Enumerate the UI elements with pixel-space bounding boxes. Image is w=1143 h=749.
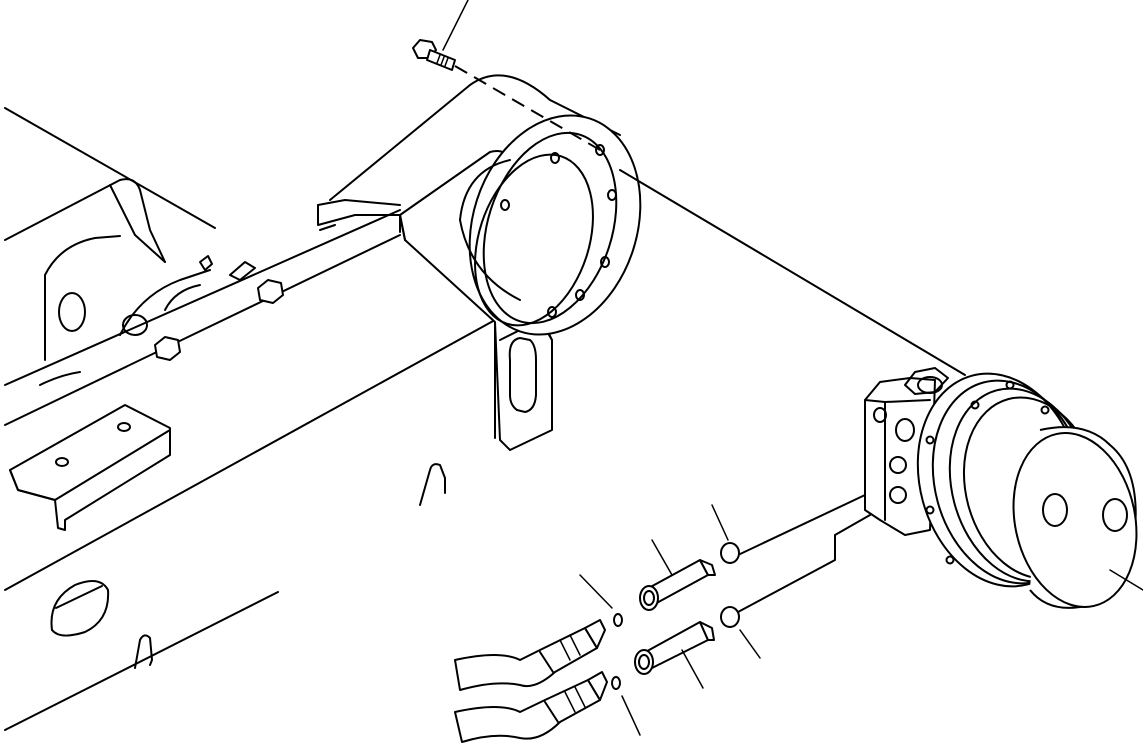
track-frame — [4, 107, 496, 731]
adapter-upper — [639, 539, 716, 611]
upper-port-line — [737, 494, 866, 556]
small-o-ring-upper — [579, 574, 623, 627]
motor-axis-line — [619, 169, 966, 376]
bolt — [412, 0, 601, 151]
lower-port-line — [737, 514, 871, 613]
adapter-lower — [634, 621, 715, 689]
o-ring-lower — [720, 606, 761, 659]
hose-upper — [454, 619, 606, 691]
travel-motor — [864, 367, 1143, 609]
motor-mount-bracket — [317, 74, 642, 451]
hose-lower — [454, 671, 608, 743]
o-ring-upper — [711, 504, 740, 564]
small-o-ring-lower — [611, 676, 641, 736]
